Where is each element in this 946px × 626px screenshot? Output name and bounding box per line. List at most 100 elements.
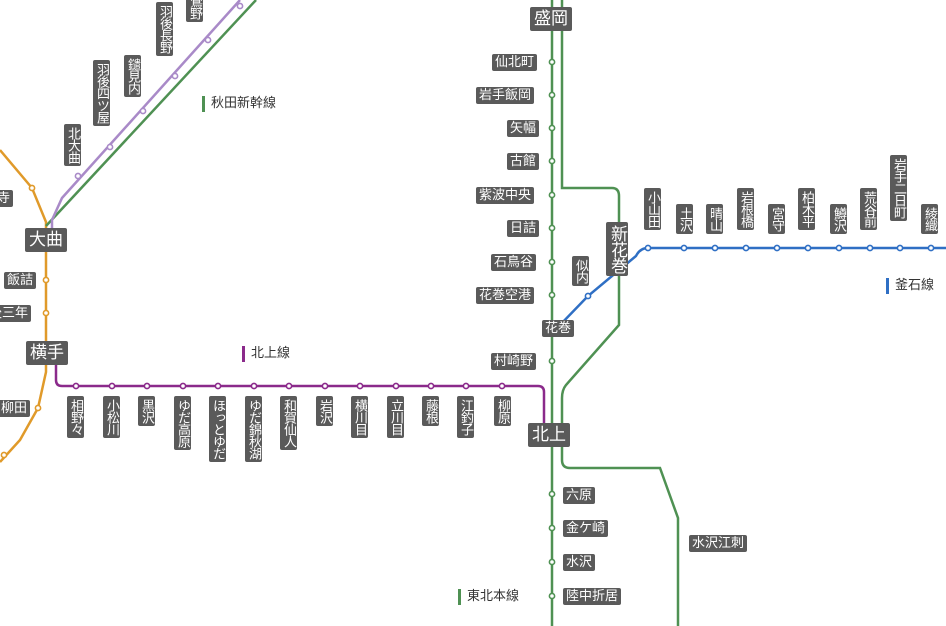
tohoku-station-dot (548, 592, 556, 600)
station-tsuchizawa[interactable]: 土沢 (676, 204, 693, 234)
station-morioka[interactable]: 盛岡 (530, 7, 572, 31)
ou-mauve-station-dot (171, 72, 179, 80)
station-hanamaki[interactable]: 花巻 (542, 320, 575, 337)
station-nitanai[interactable]: 似内 (572, 256, 589, 286)
ou-mauve-station-dot (236, 2, 244, 10)
station-hottoyuda[interactable]: ほっとゆだ (209, 396, 226, 462)
ou-mauve-station-dot (139, 107, 147, 115)
tohoku-station-dot (548, 357, 556, 365)
station-murasakino[interactable]: 村崎野 (491, 353, 537, 370)
legend-kitakami-line: 北上線 (242, 346, 290, 362)
tohoku-shinkansen-line (560, 0, 680, 626)
tohoku-station-dot (548, 124, 556, 132)
tohoku-station-dot (548, 524, 556, 532)
tohoku-station-dot (548, 91, 556, 99)
kamaishi-station-dot (773, 244, 781, 252)
kitakami-line (46, 350, 546, 435)
legend-tohoku-main-line: 東北本線 (458, 589, 519, 605)
station-rokuhara[interactable]: 六原 (563, 487, 596, 504)
station-fujine[interactable]: 藤根 (422, 396, 439, 426)
ou-mauve-station-dot (106, 143, 114, 151)
tohoku-station-dot (548, 291, 556, 299)
kitakami-station-dot (427, 382, 435, 390)
station-mizusawa-esashi[interactable]: 水沢江刺 (689, 535, 748, 552)
station-furudate[interactable]: 古館 (507, 153, 540, 170)
kamaishi-station-dot (866, 244, 874, 252)
station-yudakogen[interactable]: ゆだ高原 (174, 396, 191, 450)
station-gosannen[interactable]: 後三年 (0, 305, 32, 322)
station-senbokucho[interactable]: 仙北町 (492, 54, 538, 71)
legend-kamaishi-line: 釜石線 (886, 278, 934, 294)
station-shin-hanamaki[interactable]: 新花巻 (606, 222, 628, 276)
station-iwanehashi[interactable]: 岩根橋 (737, 188, 754, 230)
tohoku-station-dot (548, 157, 556, 165)
station-ezurishi[interactable]: 江釣子 (457, 396, 474, 438)
kamaishi-station-dot (711, 244, 719, 252)
station-ugoyotsuya[interactable]: 羽後四ツ屋 (93, 60, 110, 126)
kamaishi-station-dot (804, 244, 812, 252)
station-komatsugawa[interactable]: 小松川 (103, 396, 120, 438)
ou-mauve-station-dot (74, 172, 82, 180)
station-kagiminai[interactable]: 鑓見内 (124, 55, 141, 97)
kamaishi-station-dot (896, 244, 904, 252)
tohoku-station-dot (548, 191, 556, 199)
station-mizusawa[interactable]: 水沢 (563, 554, 596, 571)
ou-mauve-station-dot (204, 36, 212, 44)
station-aratozen[interactable]: 荒谷前 (860, 188, 877, 230)
station-koyamada[interactable]: 小山田 (644, 188, 661, 230)
kitakami-station-dot (143, 382, 151, 390)
station-kanegasaki[interactable]: 金ケ崎 (563, 520, 609, 537)
station-kosawa[interactable]: 鱒沢 (830, 204, 847, 234)
station-yanagihara[interactable]: 柳原 (494, 396, 511, 426)
station-ayaori[interactable]: 綾織 (921, 204, 938, 234)
station-shibachuo[interactable]: 紫波中央 (476, 187, 535, 204)
station-yokokawame[interactable]: 横川目 (351, 396, 368, 438)
station-iizume[interactable]: 飯詰 (4, 272, 37, 289)
station-yahaba[interactable]: 矢幅 (507, 120, 540, 137)
station-yokote[interactable]: 横手 (26, 341, 68, 365)
akita-shinkansen-line (45, 0, 257, 227)
station-ugonagano[interactable]: 羽後長野 (156, 2, 173, 56)
kamaishi-station-dot (835, 244, 843, 252)
kitakami-station-dot (498, 382, 506, 390)
station-partial-left[interactable]: 寺 (0, 190, 14, 207)
station-omagari[interactable]: 大曲 (25, 228, 67, 252)
station-iwate-futsukamachi[interactable]: 岩手二日町 (890, 155, 907, 221)
station-miyamori[interactable]: 宮守 (768, 204, 785, 234)
station-rikuchu-orii[interactable]: 陸中折居 (563, 588, 622, 605)
station-yanagita[interactable]: 柳田 (0, 400, 31, 417)
ou-station-dot (28, 184, 36, 192)
station-kurosawa[interactable]: 黒沢 (138, 396, 155, 426)
kitakami-station-dot (214, 382, 222, 390)
station-kitaomagari[interactable]: 北大曲 (64, 124, 81, 166)
kamaishi-station-dot (927, 244, 935, 252)
kamaishi-station-dot (742, 244, 750, 252)
kitakami-station-dot (108, 382, 116, 390)
station-ishidoriya[interactable]: 石鳥谷 (491, 254, 537, 271)
tohoku-station-dot (548, 258, 556, 266)
kitakami-station-dot (72, 382, 80, 390)
kitakami-station-dot (285, 382, 293, 390)
station-iwasawa[interactable]: 岩沢 (316, 396, 333, 426)
station-aino[interactable]: 相野々 (67, 396, 84, 438)
station-hareyama[interactable]: 晴山 (706, 204, 723, 234)
station-uguisuno[interactable]: 鶯野 (186, 0, 203, 22)
station-yudanishikiaki[interactable]: ゆだ錦秋湖 (245, 396, 262, 462)
kitakami-station-dot (356, 382, 364, 390)
ou-station-dot (42, 276, 50, 284)
kamaishi-station-dot (644, 244, 652, 252)
station-kashiwagidaira[interactable]: 柏木平 (798, 188, 815, 230)
station-hizume[interactable]: 日詰 (507, 220, 540, 237)
station-hanamaki-airport[interactable]: 花巻空港 (476, 287, 535, 304)
ou-line-mauve (50, 0, 241, 232)
ou-station-dot (34, 404, 42, 412)
station-wagasennin[interactable]: 和賀仙人 (280, 396, 297, 450)
tohoku-station-dot (548, 558, 556, 566)
station-dots (0, 2, 935, 600)
station-tachikawame[interactable]: 立川目 (387, 396, 404, 438)
kamaishi-station-dot (584, 292, 592, 300)
tohoku-station-dot (548, 490, 556, 498)
station-kitakami[interactable]: 北上 (528, 423, 570, 447)
station-iwateiioka[interactable]: 岩手飯岡 (476, 87, 535, 104)
